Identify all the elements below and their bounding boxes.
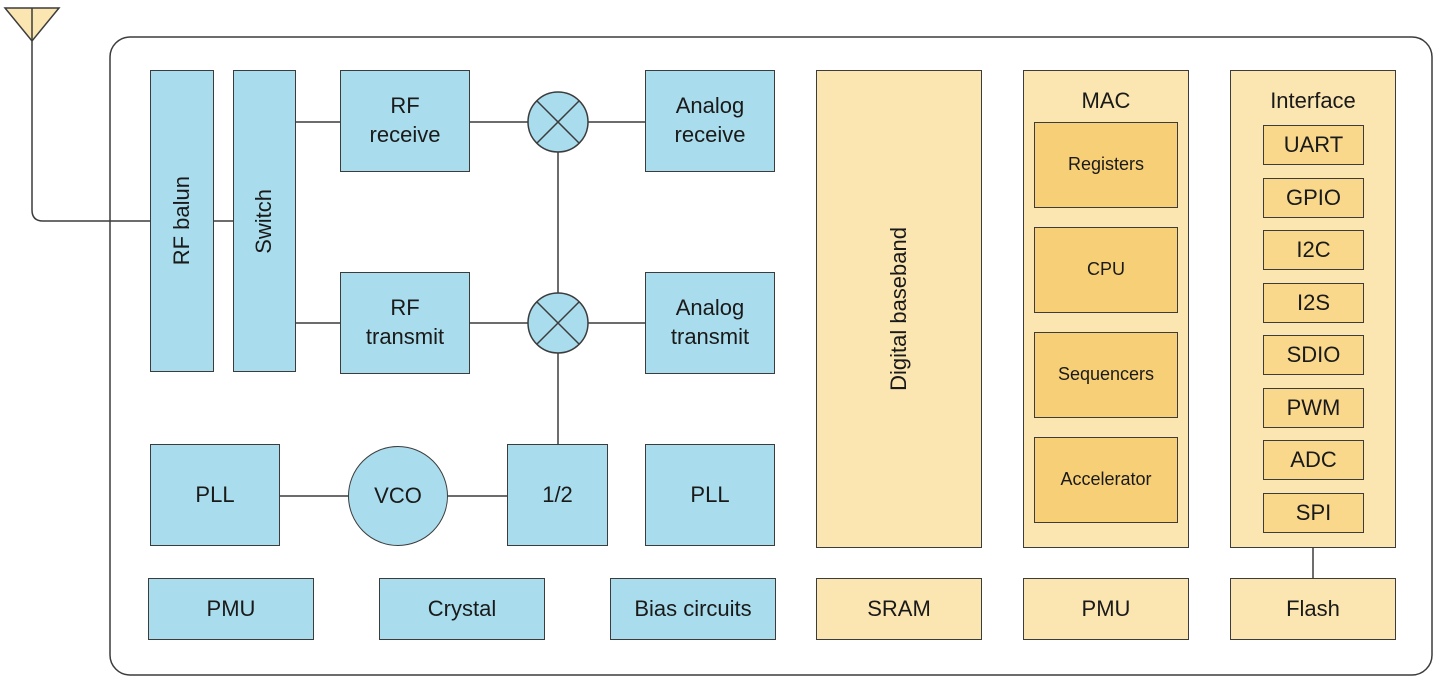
interface-sdio: SDIO — [1263, 335, 1364, 375]
rf-transmit-block: RF transmit — [340, 272, 470, 374]
interface-uart: UART — [1263, 125, 1364, 165]
rf-balun-label: RF balun — [168, 176, 194, 266]
switch-block: Switch — [233, 70, 296, 372]
mac-title: MAC — [1081, 88, 1131, 113]
flash-block: Flash — [1230, 578, 1396, 640]
interface-pwm: PWM — [1263, 388, 1364, 428]
mac-accelerator-block: Accelerator — [1034, 437, 1178, 523]
mac-sequencers-block: Sequencers — [1034, 332, 1178, 418]
pmu-digital-block: PMU — [1023, 578, 1189, 640]
interface-adc: ADC — [1263, 440, 1364, 480]
pmu-analog-block: PMU — [148, 578, 314, 640]
bias-circuits-block: Bias circuits — [610, 578, 776, 640]
digital-baseband-block: Digital baseband — [816, 70, 982, 548]
digital-baseband-label: Digital baseband — [885, 227, 911, 391]
interface-spi: SPI — [1263, 493, 1364, 533]
pll-left-block: PLL — [150, 444, 280, 546]
interface-i2c: I2C — [1263, 230, 1364, 270]
interface-title: Interface — [1270, 88, 1356, 113]
rf-balun-block: RF balun — [150, 70, 214, 372]
mac-registers-block: Registers — [1034, 122, 1178, 208]
chip-outline — [109, 36, 1433, 676]
mac-cpu-block: CPU — [1034, 227, 1178, 313]
divider-block: 1/2 — [507, 444, 608, 546]
vco-block: VCO — [348, 446, 448, 546]
mixer-icon — [527, 91, 589, 153]
antenna-icon — [3, 7, 150, 222]
interface-i2s: I2S — [1263, 283, 1364, 323]
crystal-block: Crystal — [379, 578, 545, 640]
mixer-icon — [527, 292, 589, 354]
rf-receive-block: RF receive — [340, 70, 470, 172]
switch-label: Switch — [251, 188, 277, 254]
analog-transmit-block: Analog transmit — [645, 272, 775, 374]
pll-right-block: PLL — [645, 444, 775, 546]
interface-gpio: GPIO — [1263, 178, 1364, 218]
analog-receive-block: Analog receive — [645, 70, 775, 172]
sram-block: SRAM — [816, 578, 982, 640]
